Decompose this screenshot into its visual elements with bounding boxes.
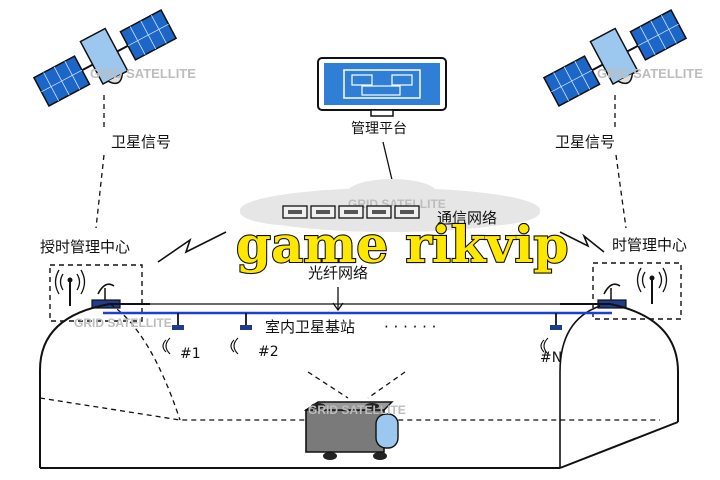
timing-center-label-right: 时管理中心 (612, 236, 687, 254)
watermark-text: GRID SATELLITE (74, 316, 172, 330)
station-1-label: #1 (180, 346, 201, 362)
monitor-icon (317, 57, 447, 117)
signal-path-right (614, 95, 627, 229)
antenna-right-icon (636, 267, 668, 304)
station-2-label: #2 (258, 344, 279, 360)
tunnel-outline (39, 303, 679, 469)
fiber-arrow-head (332, 302, 344, 312)
watermark-text: GRID SATELLITE (308, 403, 406, 417)
watermark-text: GRID SATELLITE (597, 66, 703, 81)
station-n-label: #N (540, 350, 562, 366)
satellite-signal-label-left: 卫星信号 (111, 133, 171, 151)
server-rack-icon (282, 205, 420, 219)
satellite-left-icon (32, 9, 178, 107)
base-station-n-icon (540, 313, 562, 355)
timing-center-box-left (49, 264, 143, 322)
signal-path-left (95, 95, 105, 229)
vehicle-signal-paths (307, 371, 406, 399)
indoor-base-station-label: 室内卫星基站 (265, 318, 355, 336)
satellite-right-icon (542, 9, 688, 107)
fiber-network-label: 光纤网络 (308, 264, 368, 282)
banner-text: game rikvip (236, 215, 568, 274)
wireless-link-right-icon (559, 231, 605, 253)
timing-center-label-left: 授时管理中心 (40, 238, 130, 256)
ellipsis-label: · · · · · · (384, 318, 436, 336)
watermark-text: GRID SATELLITE (90, 66, 196, 81)
vehicle-icon (303, 401, 399, 460)
comm-network-label: 通信网络 (437, 209, 497, 227)
satellite-signal-label-right: 卫星信号 (555, 133, 615, 151)
platform-link-line (382, 141, 394, 185)
wireless-link-left-icon (157, 231, 227, 263)
antenna-left-icon (54, 269, 86, 306)
base-station-1-icon (162, 313, 184, 355)
management-platform-label: 管理平台 (351, 121, 407, 137)
base-station-2-icon (230, 313, 252, 355)
